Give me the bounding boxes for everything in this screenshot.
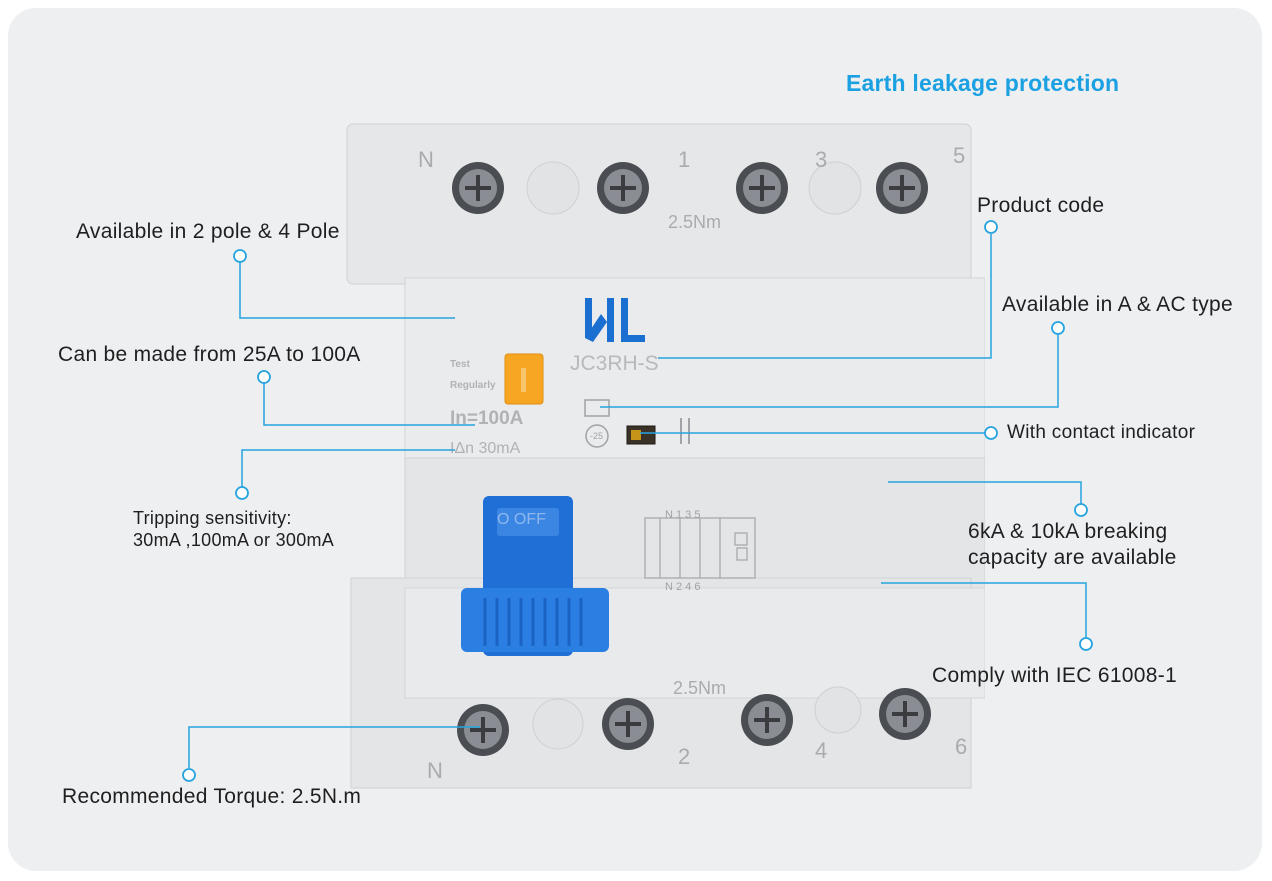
torque-label-top: 2.5Nm xyxy=(668,212,722,232)
device-drawing xyxy=(346,123,986,789)
terminal-label-top-5: 5 xyxy=(953,143,966,168)
callout-current: Can be made from 25A to 100A xyxy=(58,343,361,366)
diagram-top-label: N 1 3 5 xyxy=(665,509,701,521)
temp-mark: -25 xyxy=(590,431,604,441)
circuit-diagram xyxy=(644,517,756,579)
callout-torque: Recommended Torque: 2.5N.m xyxy=(62,785,362,808)
top-screws xyxy=(452,161,928,215)
switch-off-label: O OFF xyxy=(497,511,546,528)
rating-label: In=100A xyxy=(450,408,524,429)
callout-breaking-1: 6kA & 10kA breaking xyxy=(968,520,1168,543)
callout-product-code: Product code xyxy=(977,194,1105,217)
bottom-screws xyxy=(457,686,931,756)
rcd-device xyxy=(345,118,986,798)
callout-sensitivity-2: 30mA ,100mA or 300mA xyxy=(133,530,335,550)
brand-logo xyxy=(585,298,645,342)
callout-indicator: With contact indicator xyxy=(1007,422,1196,443)
terminal-label-top-1: 1 xyxy=(678,147,691,172)
terminal-label-top-3: 3 xyxy=(815,147,828,172)
sensitivity-label: IΔn 30mA xyxy=(450,440,521,457)
model-label: JC3RH-S xyxy=(570,352,659,375)
callout-sensitivity-1: Tripping sensitivity: xyxy=(133,508,292,528)
test-label: Test xyxy=(450,359,470,370)
regularly-label: Regularly xyxy=(450,380,496,391)
terminal-label-bottom-n: N xyxy=(427,758,443,783)
terminal-label-bottom-4: 4 xyxy=(815,738,828,763)
toggle-handle xyxy=(461,496,609,656)
torque-label-bottom: 2.5Nm xyxy=(673,678,727,698)
callout-poles: Available in 2 pole & 4 Pole xyxy=(76,220,340,243)
terminal-label-top-n: N xyxy=(418,147,434,172)
page-title: Earth leakage protection xyxy=(846,70,1120,96)
diagram-bottom-label: N 2 4 6 xyxy=(665,581,701,593)
callout-type: Available in A & AC type xyxy=(1002,293,1233,316)
terminal-label-bottom-2: 2 xyxy=(678,744,691,769)
callout-breaking-2: capacity are available xyxy=(968,546,1177,569)
terminal-label-bottom-6: 6 xyxy=(955,734,968,759)
callout-standard: Comply with IEC 61008-1 xyxy=(932,664,1178,687)
